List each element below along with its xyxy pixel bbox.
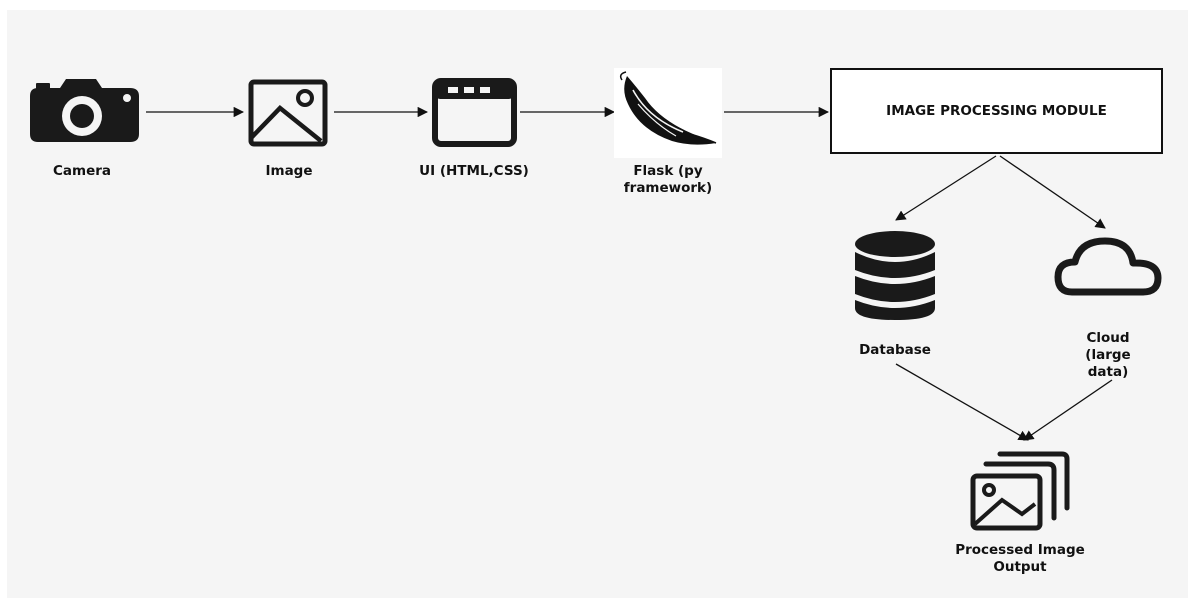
ui-label: UI (HTML,CSS)	[419, 163, 529, 179]
module-label: IMAGE PROCESSING MODULE	[886, 103, 1107, 119]
edge-database-output	[895, 363, 1029, 441]
edge-module-cloud	[999, 155, 1106, 229]
database-icon	[855, 231, 935, 320]
browser-window-icon	[432, 78, 517, 147]
edge-module-database	[895, 155, 997, 221]
edge-cloud-output	[1023, 379, 1113, 441]
cloud-icon	[1054, 237, 1162, 296]
edges	[146, 106, 1113, 441]
camera-label: Camera	[52, 163, 112, 179]
image-icon	[248, 79, 328, 147]
camera-icon	[30, 79, 139, 142]
image-processing-module-box: IMAGE PROCESSING MODULE	[830, 68, 1163, 154]
image-label: Image	[265, 163, 313, 179]
flask-label: Flask (py framework)	[623, 163, 713, 196]
image-stack-icon	[970, 451, 1070, 531]
cloud-label: Cloud (large data)	[1085, 330, 1131, 380]
flask-logo-icon	[614, 68, 722, 158]
output-label: Processed Image Output	[955, 542, 1085, 575]
database-label: Database	[859, 342, 931, 358]
